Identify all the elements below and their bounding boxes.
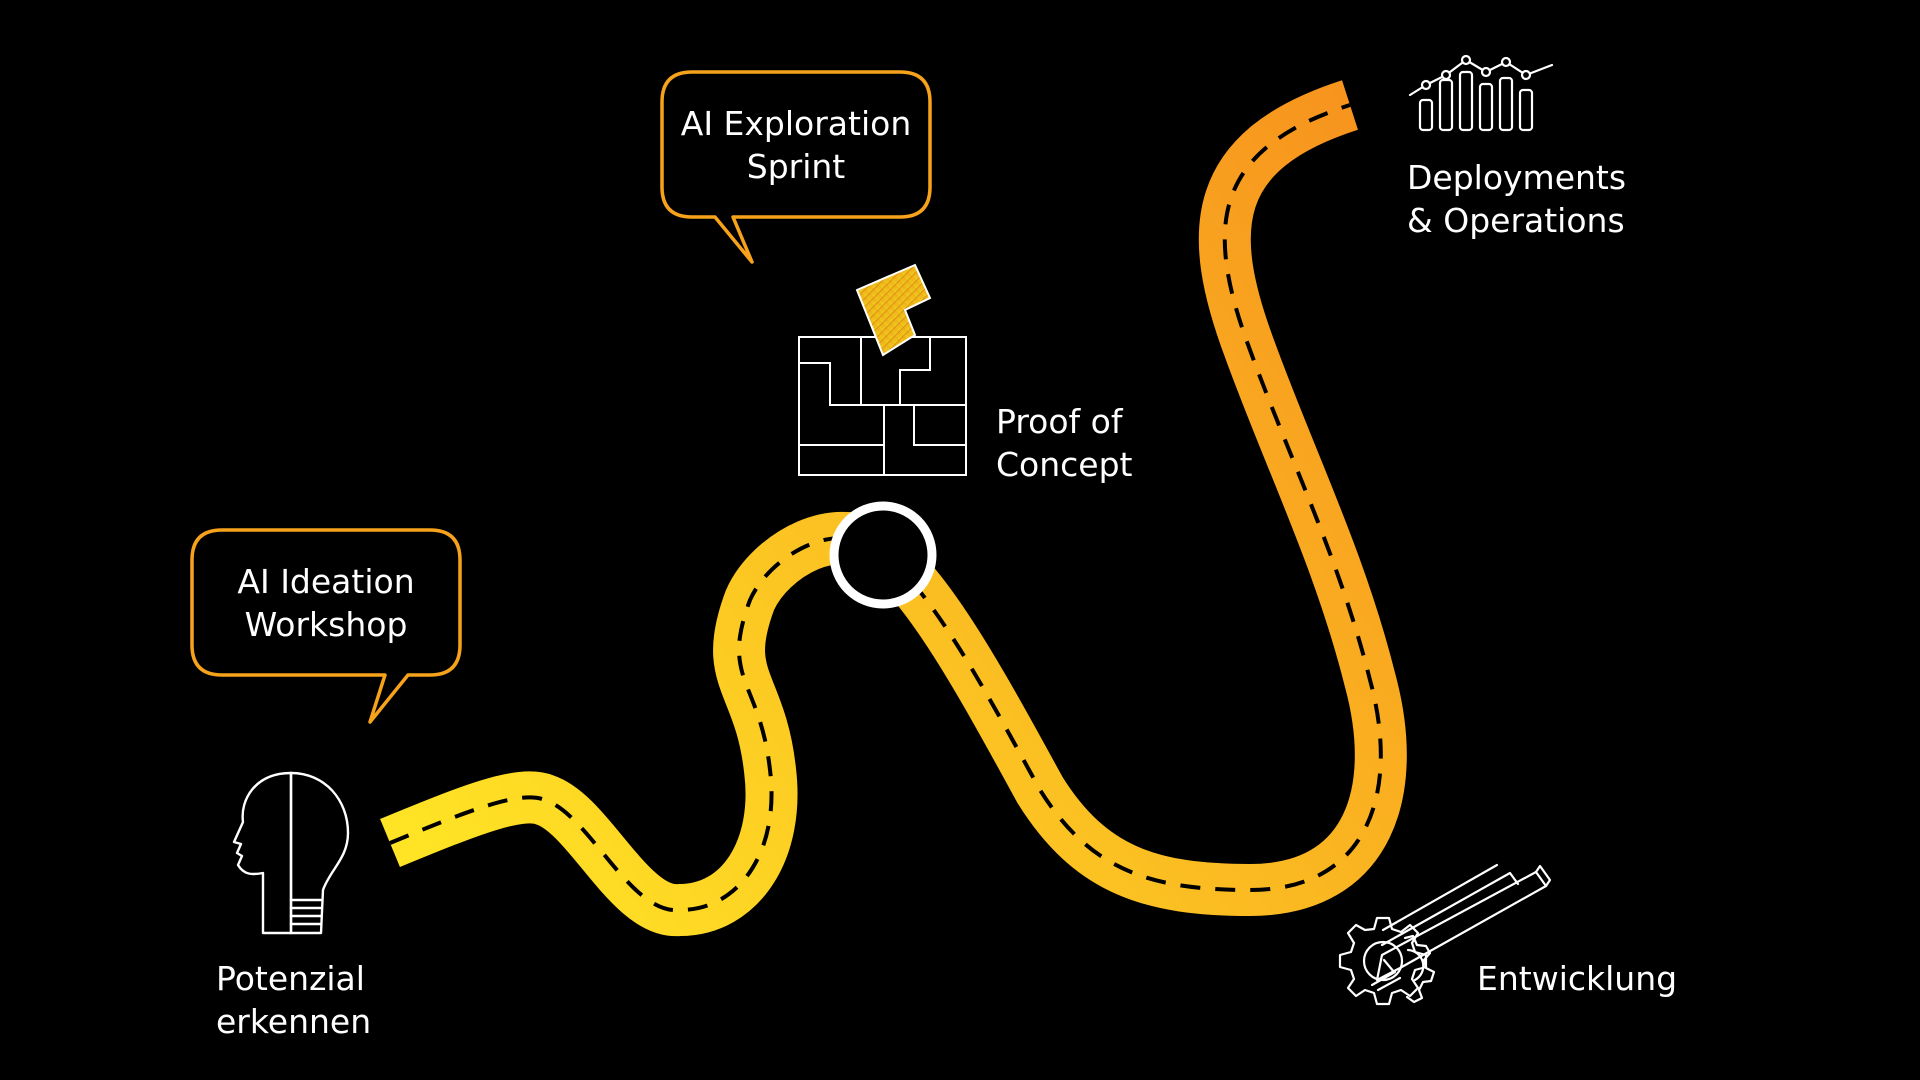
bubble-ideation-line1: AI Ideation — [237, 562, 415, 601]
stage-label-deployments: Deployments & Operations — [1407, 156, 1626, 242]
bubble-sprint-line2: Sprint — [746, 147, 846, 186]
bubble-ideation-text: AI Ideation Workshop — [192, 560, 460, 646]
stage-label-entwicklung: Entwicklung — [1477, 957, 1677, 1000]
stage-potenzial-line2: erkennen — [216, 1002, 372, 1041]
stage-poc-line1: Proof of — [996, 402, 1123, 441]
stage-label-potenzial: Potenzial erkennen — [216, 957, 371, 1043]
pencil-gear-icon — [1338, 863, 1552, 1006]
bubble-sprint — [660, 70, 932, 264]
stage-poc-line2: Concept — [996, 445, 1133, 484]
bubble-sprint-text: AI Exploration Sprint — [662, 102, 930, 188]
bar-chart-icon — [1408, 54, 1554, 132]
stage-label-poc: Proof of Concept — [996, 400, 1132, 486]
bubble-ideation — [190, 528, 462, 724]
bubble-sprint-line1: AI Exploration — [680, 104, 912, 143]
stage-deployments-line1: Deployments — [1407, 158, 1627, 197]
stage-potenzial-line1: Potenzial — [216, 959, 365, 998]
puzzle-blocks-icon — [798, 263, 967, 476]
stage-deployments-line2: & Operations — [1407, 201, 1625, 240]
bubble-ideation-line2: Workshop — [244, 605, 408, 644]
road-center-dashes — [389, 103, 1383, 913]
stage-entwicklung-line1: Entwicklung — [1477, 959, 1678, 998]
head-lightbulb-icon — [232, 771, 350, 935]
milestone-ring — [829, 501, 937, 609]
